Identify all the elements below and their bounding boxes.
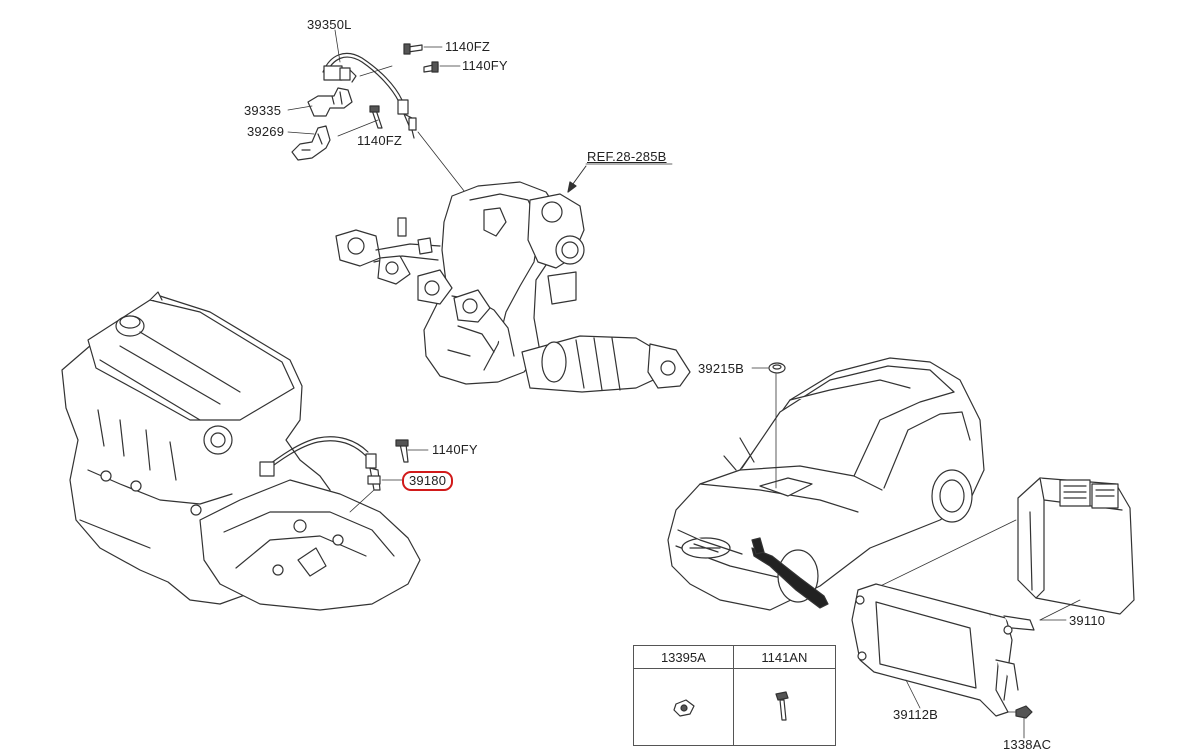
oxygen-sensor-upper-icon <box>322 52 417 139</box>
callout-39350L: 39350L <box>307 17 352 32</box>
callout-39215B: 39215B <box>698 361 745 376</box>
engine-block-icon <box>61 291 421 611</box>
bolt-icon <box>395 439 409 463</box>
callout-1140FZ-mid: 1140FZ <box>357 133 403 148</box>
table-header-13395A: 13395A <box>633 645 734 669</box>
callout-39180-highlighted[interactable]: 39180 <box>402 471 454 491</box>
oxygen-sensor-lower-icon <box>259 436 381 491</box>
table-header-1141AN: 1141AN <box>732 645 837 669</box>
connector-icon <box>323 65 357 83</box>
callout-1338AC: 1338AC <box>1003 737 1052 752</box>
vehicle-icon <box>667 357 985 611</box>
exhaust-manifold-icon <box>335 181 691 393</box>
hardware-parts-table: 13395A 1141AN <box>633 645 837 746</box>
ecu-icon <box>1017 477 1135 615</box>
table-cell-bolt <box>732 668 837 746</box>
nut-icon <box>1015 705 1033 719</box>
bolt-icon <box>369 105 383 129</box>
ecu-bracket-icon <box>851 583 1035 717</box>
grommet-icon <box>768 362 786 374</box>
callout-39269: 39269 <box>247 124 285 139</box>
callout-1140FZ-top: 1140FZ <box>445 39 491 54</box>
ecu-harness-icon <box>751 537 829 609</box>
callout-1140FY-top: 1140FY <box>462 58 508 73</box>
bracket-icon <box>291 125 331 161</box>
callout-39110: 39110 <box>1069 613 1106 628</box>
ref-28-285B-link[interactable]: REF.28-285B <box>587 149 667 164</box>
table-cell-nut <box>633 668 734 746</box>
bolt-icon <box>403 43 423 55</box>
callout-1140FY-mid: 1140FY <box>432 442 478 457</box>
bracket-icon <box>307 87 353 117</box>
callout-39335: 39335 <box>244 103 282 118</box>
callout-39112B: 39112B <box>893 707 939 722</box>
bolt-icon <box>423 61 439 73</box>
